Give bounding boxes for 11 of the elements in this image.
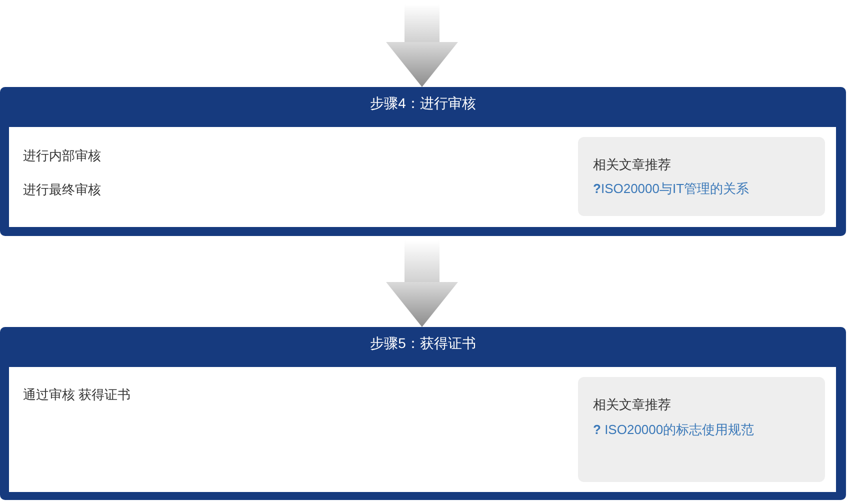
article-link: ?ISO20000与IT管理的关系 <box>593 180 750 198</box>
step-title: 步骤5：获得证书 <box>369 334 477 352</box>
step-task: 通过审核 获得证书 <box>23 386 131 404</box>
step-panel <box>0 87 846 236</box>
step-task: 进行最终审核 <box>23 181 101 199</box>
step-title: 步骤4：进行审核 <box>369 94 477 112</box>
article-link: ? ISO20000的标志使用规范 <box>593 421 754 439</box>
related-articles-heading: 相关文章推荐 <box>593 396 671 414</box>
related-articles-heading: 相关文章推荐 <box>593 156 671 174</box>
step-task: 进行内部审核 <box>23 147 101 165</box>
step-panel <box>0 327 846 500</box>
